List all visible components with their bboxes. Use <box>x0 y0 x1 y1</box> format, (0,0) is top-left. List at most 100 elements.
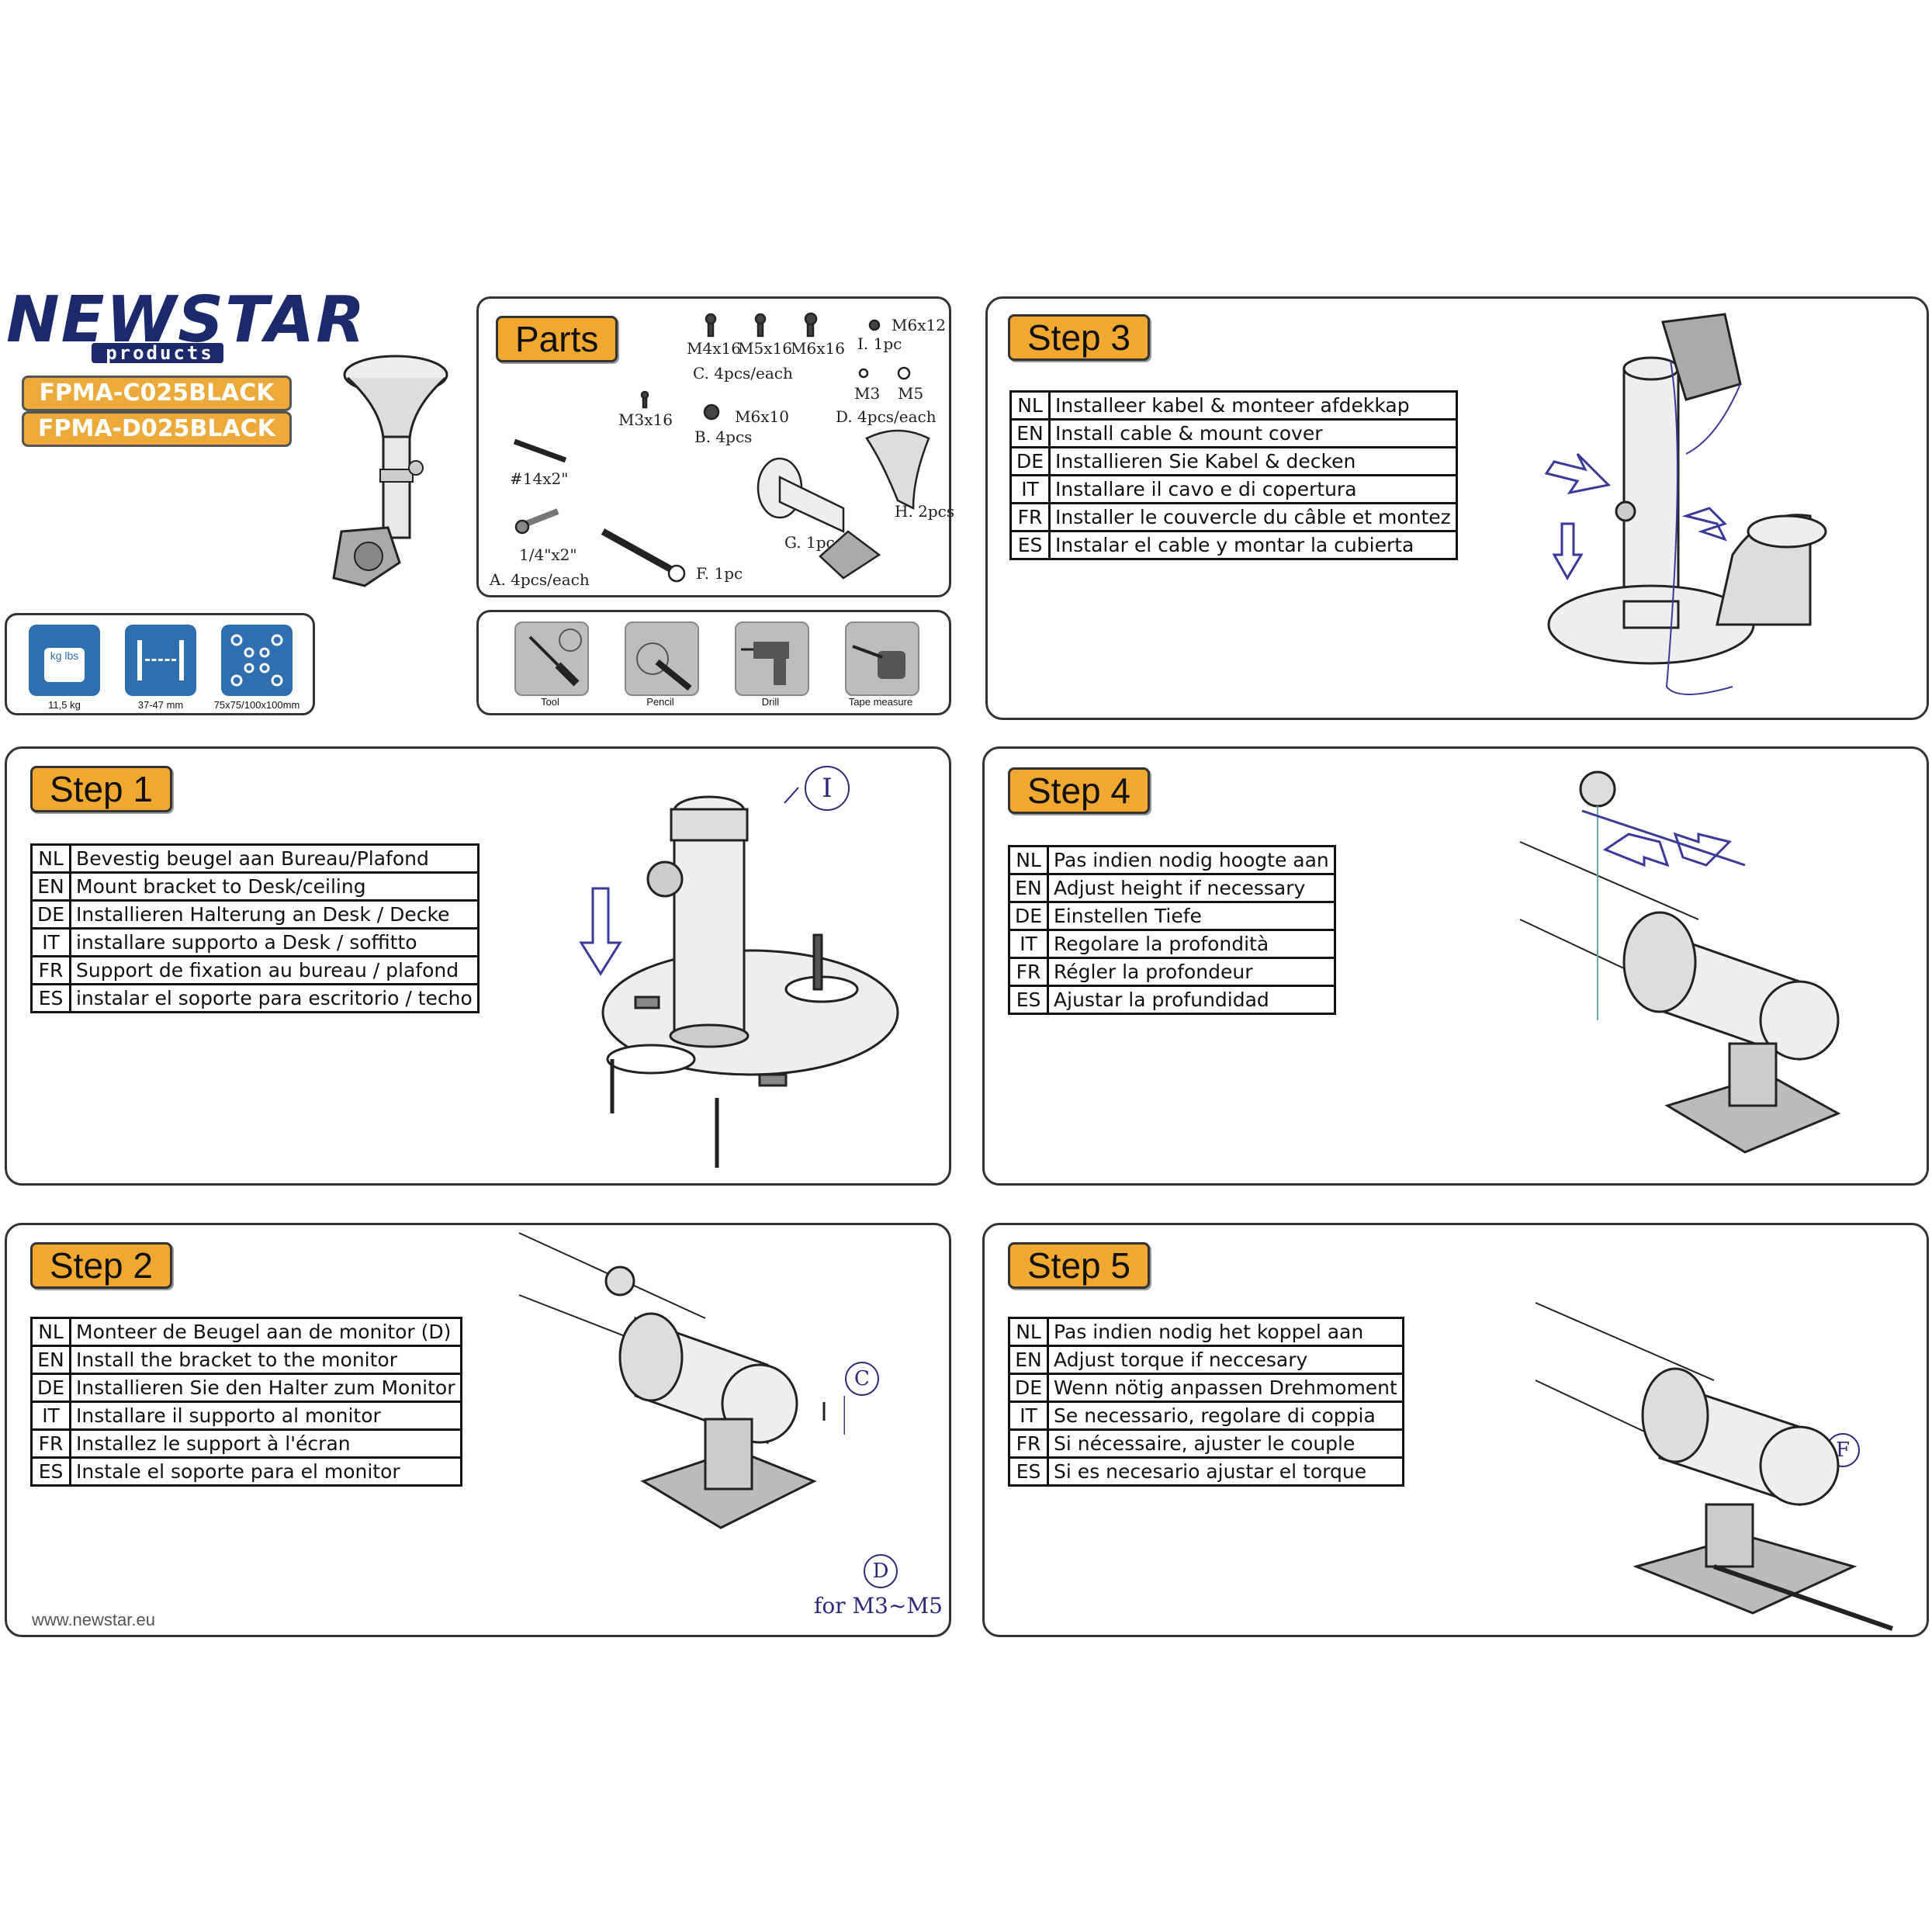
logo-text: NEWSTAR <box>6 283 367 357</box>
tape-measure-icon <box>845 621 919 696</box>
language-code: ES <box>1007 985 1050 1015</box>
instruction-text: Si nécessaire, ajuster le couple <box>1047 1428 1404 1459</box>
website-footer: www.newstar.eu <box>32 1610 155 1629</box>
instruction-text: Wenn nötig anpassen Drehmoment <box>1047 1373 1404 1403</box>
step3-illustration <box>1544 313 1827 695</box>
language-code: DE <box>1007 1373 1050 1403</box>
language-code: NL <box>29 1317 72 1347</box>
parts-title: Parts <box>496 316 618 362</box>
logo-subtitle-bar <box>92 343 223 363</box>
tool-caption: Tool <box>541 696 559 708</box>
step2-title: Step 2 <box>30 1242 172 1289</box>
language-code: ES <box>29 983 72 1013</box>
weight-icon: kg lbs <box>29 625 100 696</box>
instruction-text: Instalar el cable y montar la cubierta <box>1048 530 1458 560</box>
step4-title: Step 4 <box>1008 767 1150 814</box>
parts-panel: Parts M4x16 M5x16 M6x16 C. 4pcs/each M6x… <box>476 296 955 597</box>
instruction-text: instalar el soporte para escritorio / te… <box>69 983 480 1013</box>
product-illustration <box>332 355 448 587</box>
language-code: EN <box>1009 418 1051 448</box>
language-code: DE <box>29 1373 72 1403</box>
instruction-text: Adjust height if necessary <box>1047 873 1336 903</box>
instruction-text: Support de fixation au bureau / plafond <box>69 955 480 985</box>
instruction-text: Si es necesario ajustar el torque <box>1047 1456 1404 1487</box>
step4-illustration <box>1519 770 1841 1154</box>
part-label-m5x16: M5x16 <box>738 339 792 358</box>
language-code: ES <box>29 1456 72 1487</box>
instruction-text: Bevestig beugel aan Bureau/Plafond <box>69 843 480 874</box>
instruction-text: Installieren Halterung an Desk / Decke <box>69 899 480 930</box>
language-code: IT <box>1007 929 1050 959</box>
drill-caption: Drill <box>761 696 780 708</box>
part-label-g: G. 1pc <box>784 533 835 552</box>
language-code: NL <box>1007 1317 1050 1347</box>
language-code: FR <box>29 1428 72 1459</box>
part-label-a: A. 4pcs/each <box>490 570 590 589</box>
language-code: DE <box>1009 446 1051 476</box>
drill-icon <box>735 621 809 696</box>
instruction-text: Régler la profondeur <box>1047 957 1336 987</box>
part-label-m4x16: M4x16 <box>687 339 741 358</box>
language-code: ES <box>1007 1456 1050 1487</box>
language-code: EN <box>1007 873 1050 903</box>
language-code: FR <box>29 955 72 985</box>
pencil-icon <box>625 621 699 696</box>
step2-illustration <box>518 1232 845 1529</box>
tools-panel: Tool Pencil Drill Tape measure <box>476 610 951 715</box>
instruction-text: Installeer kabel & monteer afdekkap <box>1048 390 1458 421</box>
model-badge-d025: FPMA-D025BLACK <box>22 411 292 447</box>
language-code: EN <box>29 871 72 902</box>
instruction-text: Installare il supporto al monitor <box>69 1401 462 1431</box>
instruction-text: Se necessario, regolare di coppia <box>1047 1401 1404 1431</box>
step2-note: for M3~M5 <box>814 1593 943 1619</box>
weight-icon-label: kg lbs <box>44 648 85 682</box>
pencil-caption: Pencil <box>646 696 674 708</box>
instruction-text: Regolare la profondità <box>1047 929 1336 959</box>
instruction-text: Ajustar la profundidad <box>1047 985 1336 1015</box>
vesa-icon <box>221 625 293 696</box>
logo-subtitle: products <box>106 342 214 364</box>
part-label-m3: M3 <box>854 384 881 403</box>
part-label-h: H. 2pcs <box>895 502 955 521</box>
instruction-text: Installieren Sie den Halter zum Monitor <box>69 1373 462 1403</box>
language-code: FR <box>1007 957 1050 987</box>
part-label-c: C. 4pcs/each <box>693 364 793 383</box>
part-label-m3x16: M3x16 <box>618 410 673 429</box>
specs-panel: kg lbs 11,5 kg 37-47 mm 75x75/100x100mm <box>5 613 315 715</box>
instruction-text: Einstellen Tiefe <box>1047 901 1336 931</box>
parts-illustration <box>513 312 930 583</box>
model-badge-c025: FPMA-C025BLACK <box>22 376 292 411</box>
language-code: IT <box>29 1401 72 1431</box>
